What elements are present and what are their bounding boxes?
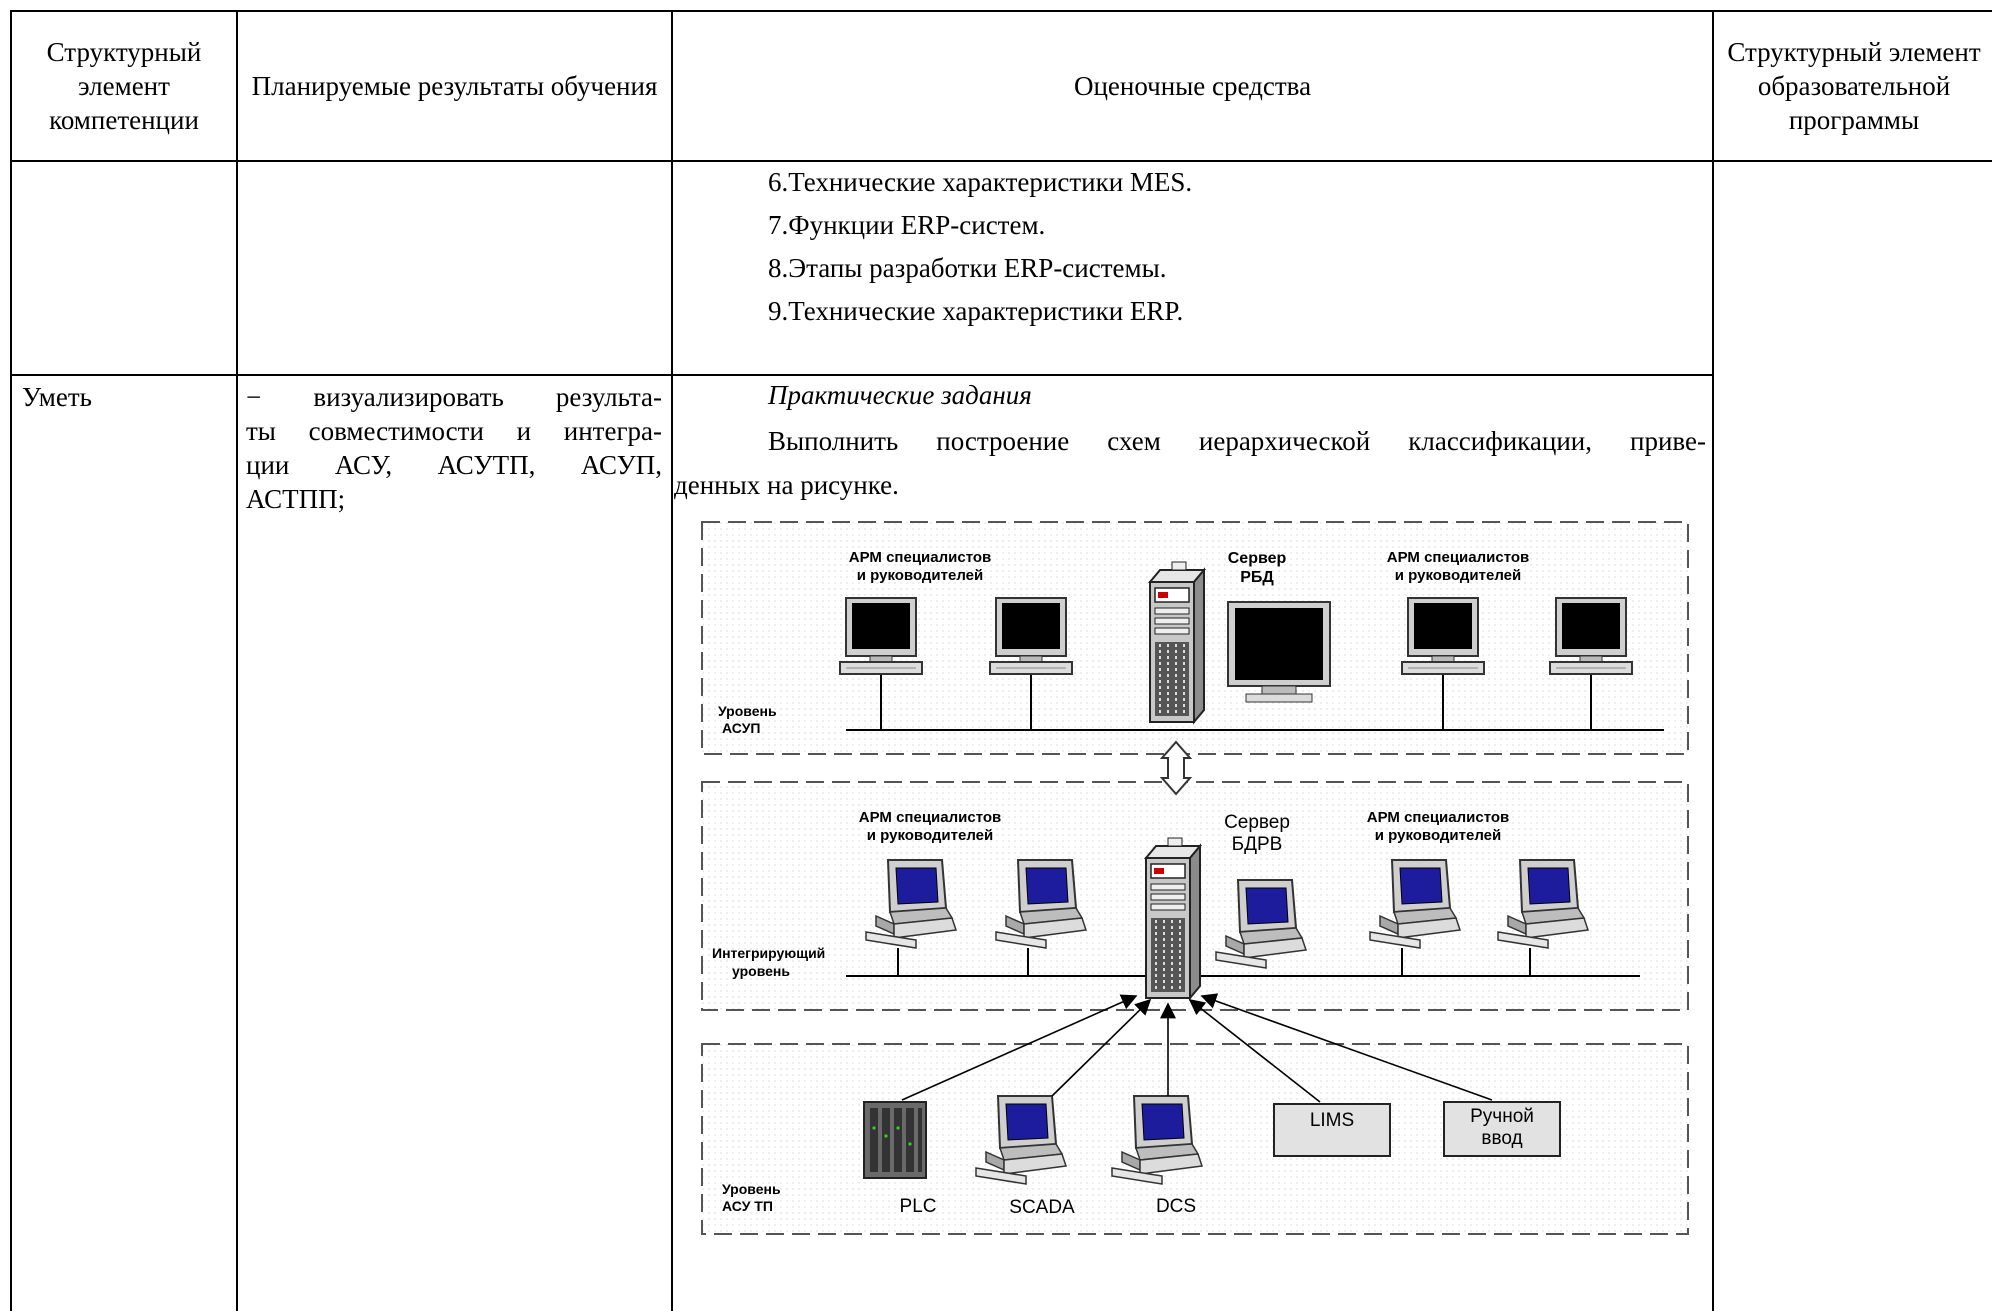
arm-label: АРМ специалистов xyxy=(1367,809,1509,826)
lims-label: LIMS xyxy=(1310,1110,1354,1131)
workstation-icon xyxy=(1401,597,1485,675)
lims-box xyxy=(1273,1103,1391,1157)
plc-label: PLC xyxy=(900,1196,937,1217)
header-bottom-border xyxy=(10,160,1992,162)
manual-input-box xyxy=(1443,1101,1561,1157)
plc-icon xyxy=(863,1101,927,1179)
workstation-icon xyxy=(989,597,1073,675)
manual-input-label: ввод xyxy=(1481,1128,1522,1149)
list-item: 8.Этапы разработки ERP-системы. xyxy=(768,253,1167,283)
scada-label: SCADA xyxy=(1009,1197,1075,1218)
server-bdrv-label: Сервер xyxy=(1224,812,1290,833)
arm-label: АРМ специалистов xyxy=(849,549,991,566)
header-competence-element: Структурный элемент компетенции xyxy=(46,37,202,135)
competence-element-skill: Уметь xyxy=(22,382,92,412)
task-text-line1: Выполнить построение схем иерархической … xyxy=(768,426,1706,456)
arm-label: АРМ специалистов xyxy=(1387,549,1529,566)
col2-border xyxy=(671,10,673,1311)
arm-label: и руководителей xyxy=(1375,827,1501,844)
arm-label: и руководителей xyxy=(867,827,993,844)
list-item: 9.Технические характеристики ERP. xyxy=(768,296,1184,326)
header-program-element: Структурный элемент образовательной прог… xyxy=(1727,37,1981,135)
level-integrating-label: Интегрирующий xyxy=(712,945,825,961)
monitor-icon xyxy=(1227,601,1331,703)
workstation-icon xyxy=(839,597,923,675)
col3-border xyxy=(1712,10,1714,1311)
level-asutp-label: Уровень xyxy=(722,1181,781,1197)
arm-label: и руководителей xyxy=(857,567,983,584)
server-rbd-label: Сервер xyxy=(1228,550,1287,567)
server-rbd-label: РБД xyxy=(1240,569,1274,586)
hierarchy-diagram: АРМ специалистов и руководителей АРМ спе… xyxy=(701,521,1689,1235)
header-assessment-tools: Оценочные средства xyxy=(1073,71,1312,101)
workstation-icon xyxy=(1549,597,1633,675)
level-asup-label: АСУП xyxy=(722,720,760,736)
task-text-line2: денных на рисунке. xyxy=(674,470,899,500)
level-asutp-label: АСУ ТП xyxy=(722,1198,773,1214)
server-icon xyxy=(1149,561,1205,723)
list-item: 6.Технические характеристики MES. xyxy=(768,167,1193,197)
result-line: АСТПП; xyxy=(246,484,346,514)
server-icon xyxy=(1145,837,1201,999)
manual-input-label: Ручной xyxy=(1470,1106,1534,1127)
dcs-label: DCS xyxy=(1156,1196,1196,1217)
arm-label: АРМ специалистов xyxy=(859,809,1001,826)
arm-label: и руководителей xyxy=(1395,567,1521,584)
result-line: ты совместимости и интегра- xyxy=(246,416,662,446)
table-top-border xyxy=(10,10,1992,12)
task-title: Практические задания xyxy=(768,380,1032,410)
result-line: − визуализировать результа- xyxy=(246,382,662,412)
col1-border xyxy=(236,10,238,1311)
double-arrow-icon xyxy=(1159,740,1193,796)
result-line: ции АСУ, АСУТП, АСУП, xyxy=(246,450,662,480)
level-integrating-label: уровень xyxy=(732,963,790,979)
header-planned-results: Планируемые результаты обучения xyxy=(251,71,658,101)
list-item: 7.Функции ERP-систем. xyxy=(768,210,1046,240)
level-asup-label: Уровень xyxy=(718,703,777,719)
server-bdrv-label: БДРВ xyxy=(1232,834,1283,855)
row1-bottom-border xyxy=(10,374,1714,376)
table-left-border xyxy=(10,10,12,1311)
